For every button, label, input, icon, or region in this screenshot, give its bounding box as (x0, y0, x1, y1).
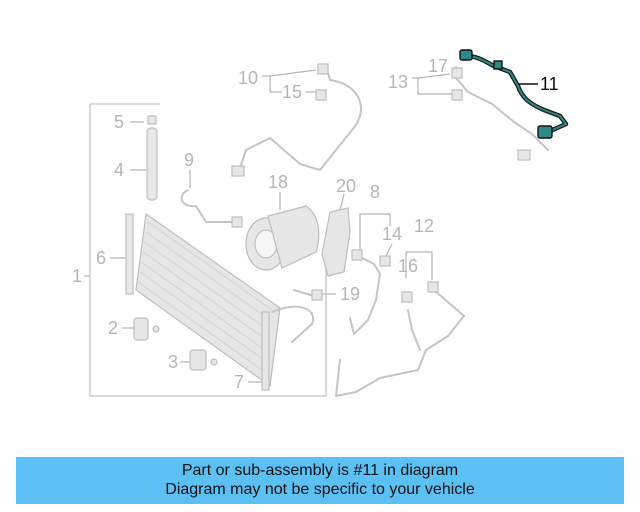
callout-16: 16 (398, 256, 418, 276)
ac-line-13 (451, 67, 549, 161)
bracket-3 (189, 349, 218, 371)
callout-11: 11 (540, 74, 559, 94)
callout-2: 2 (108, 318, 118, 338)
ac-system-parts-diagram: 1 2 3 4 5 6 7 8 9 10 11 12 13 14 15 16 1… (72, 49, 569, 397)
callout-7: 7 (234, 372, 244, 392)
leader-lines (110, 66, 538, 383)
callout-13: 13 (388, 72, 408, 92)
receiver-drier (146, 115, 158, 201)
callout-14: 14 (382, 224, 402, 244)
callout-18: 18 (268, 172, 288, 192)
banner-line-part-number: Part or sub-assembly is #11 in diagram (181, 462, 459, 479)
callout-6: 6 (96, 248, 106, 268)
ac-line-8 (349, 249, 391, 335)
callout-labels: 1 2 3 4 5 6 7 8 9 10 11 12 13 14 15 16 1… (72, 56, 559, 392)
condenser-group-frame (84, 103, 327, 397)
ac-line-10 (231, 63, 362, 177)
highlighted-hose-11 (459, 49, 569, 139)
callout-17: 17 (428, 56, 448, 76)
mounting-bolt (293, 289, 323, 301)
bracket-2 (133, 317, 160, 341)
callout-19: 19 (340, 284, 360, 304)
ac-line-12 (335, 281, 465, 397)
callout-4: 4 (114, 160, 124, 180)
part-info-banner: Part or sub-assembly is #11 in diagram D… (16, 457, 624, 504)
callout-5: 5 (114, 112, 124, 132)
callout-12: 12 (414, 216, 434, 236)
callout-1: 1 (72, 266, 82, 286)
callout-8: 8 (370, 182, 380, 202)
condenser-assembly (125, 212, 315, 391)
callout-9: 9 (184, 150, 194, 170)
banner-line-disclaimer: Diagram may not be specific to your vehi… (165, 481, 475, 498)
compressor (245, 205, 320, 271)
callout-3: 3 (168, 352, 178, 372)
compressor-bracket (321, 207, 351, 277)
ac-hose-9 (180, 189, 243, 228)
callout-15: 15 (282, 82, 302, 102)
callout-10: 10 (238, 68, 258, 88)
callout-20: 20 (336, 176, 356, 196)
